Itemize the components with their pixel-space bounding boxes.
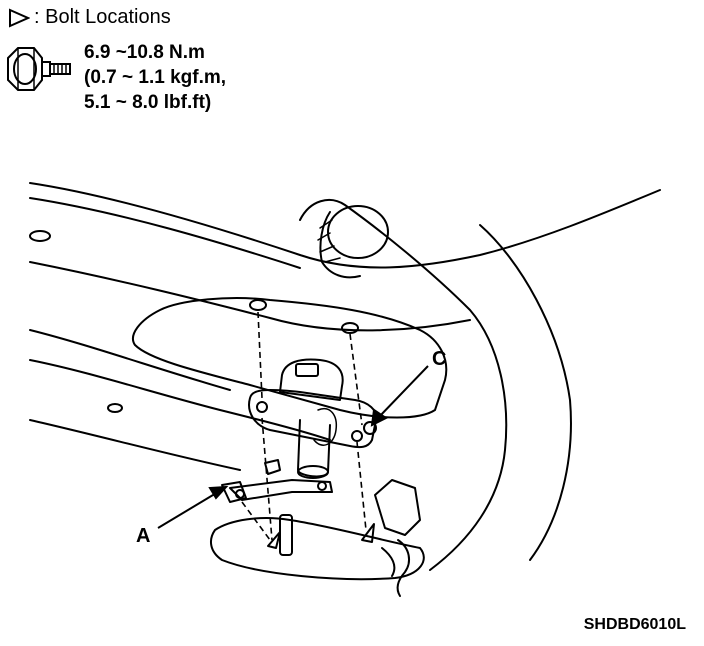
alignment-line-3	[261, 417, 273, 541]
callout-c-arrowhead	[370, 408, 388, 427]
bolt-location-marker-2	[361, 523, 375, 543]
cylinder-body	[319, 211, 361, 279]
callout-c: C	[432, 348, 447, 370]
body-panel-upper	[29, 182, 661, 269]
panel-hole-2	[107, 403, 123, 413]
torque-kgfm: (0.7 ~ 1.1 kgf.m,	[84, 67, 227, 88]
sensor-connector	[295, 363, 319, 377]
bolt-c	[363, 421, 377, 435]
body-panel-right-2	[479, 224, 572, 561]
frame-recess	[132, 297, 448, 419]
torque-values: 6.9 ~10.8 N.m (0.7 ~ 1.1 kgf.m, 5.1 ~ 8.…	[84, 40, 226, 115]
bolt-hole-right	[351, 430, 363, 442]
mount-hole-2	[341, 322, 359, 334]
bolt-hole-left	[256, 401, 268, 413]
sensor-shaft-end	[297, 465, 329, 479]
bolt-locations-legend: : Bolt Locations	[8, 6, 171, 29]
sensor-bracket	[248, 389, 378, 449]
lower-bracket-right	[374, 479, 421, 536]
cylinder-cap	[327, 205, 389, 259]
link-rod-tab	[221, 481, 247, 503]
lower-mount	[209, 517, 425, 581]
alignment-line-4	[356, 441, 367, 531]
mount-hole-1	[249, 299, 267, 311]
triangle-icon	[9, 7, 30, 28]
body-panel-upper-inner	[29, 197, 301, 269]
wire-2	[381, 547, 396, 577]
bolt-location-marker-1	[267, 531, 281, 549]
alignment-line-2	[349, 333, 363, 426]
body-panel-lower	[29, 419, 241, 471]
body-panel-left-3	[29, 359, 331, 441]
callout-a-arrowhead	[208, 485, 229, 500]
body-panel-left-2	[29, 329, 231, 391]
callout-a-leader	[157, 491, 219, 529]
callout-c-leader	[377, 365, 429, 419]
torque-lbfft: 5.1 ~ 8.0 lbf.ft)	[84, 92, 212, 113]
callout-a: A	[136, 525, 151, 547]
alignment-line-5	[241, 501, 271, 541]
small-bolt	[264, 459, 281, 475]
body-panel-left	[29, 261, 471, 332]
torque-spec: 6.9 ~10.8 N.m (0.7 ~ 1.1 kgf.m, 5.1 ~ 8.…	[4, 40, 226, 115]
legend-label: : Bolt Locations	[34, 6, 171, 28]
bolt-icon	[7, 47, 71, 91]
figure-code: SHDBD6010L	[583, 616, 686, 633]
body-panel-right	[299, 199, 508, 571]
torque-nm: 6.9 ~10.8 N.m	[84, 42, 205, 63]
panel-hole-1	[29, 230, 51, 242]
alignment-line-1	[257, 311, 263, 399]
wire	[396, 539, 411, 597]
sensor-housing	[279, 358, 344, 401]
